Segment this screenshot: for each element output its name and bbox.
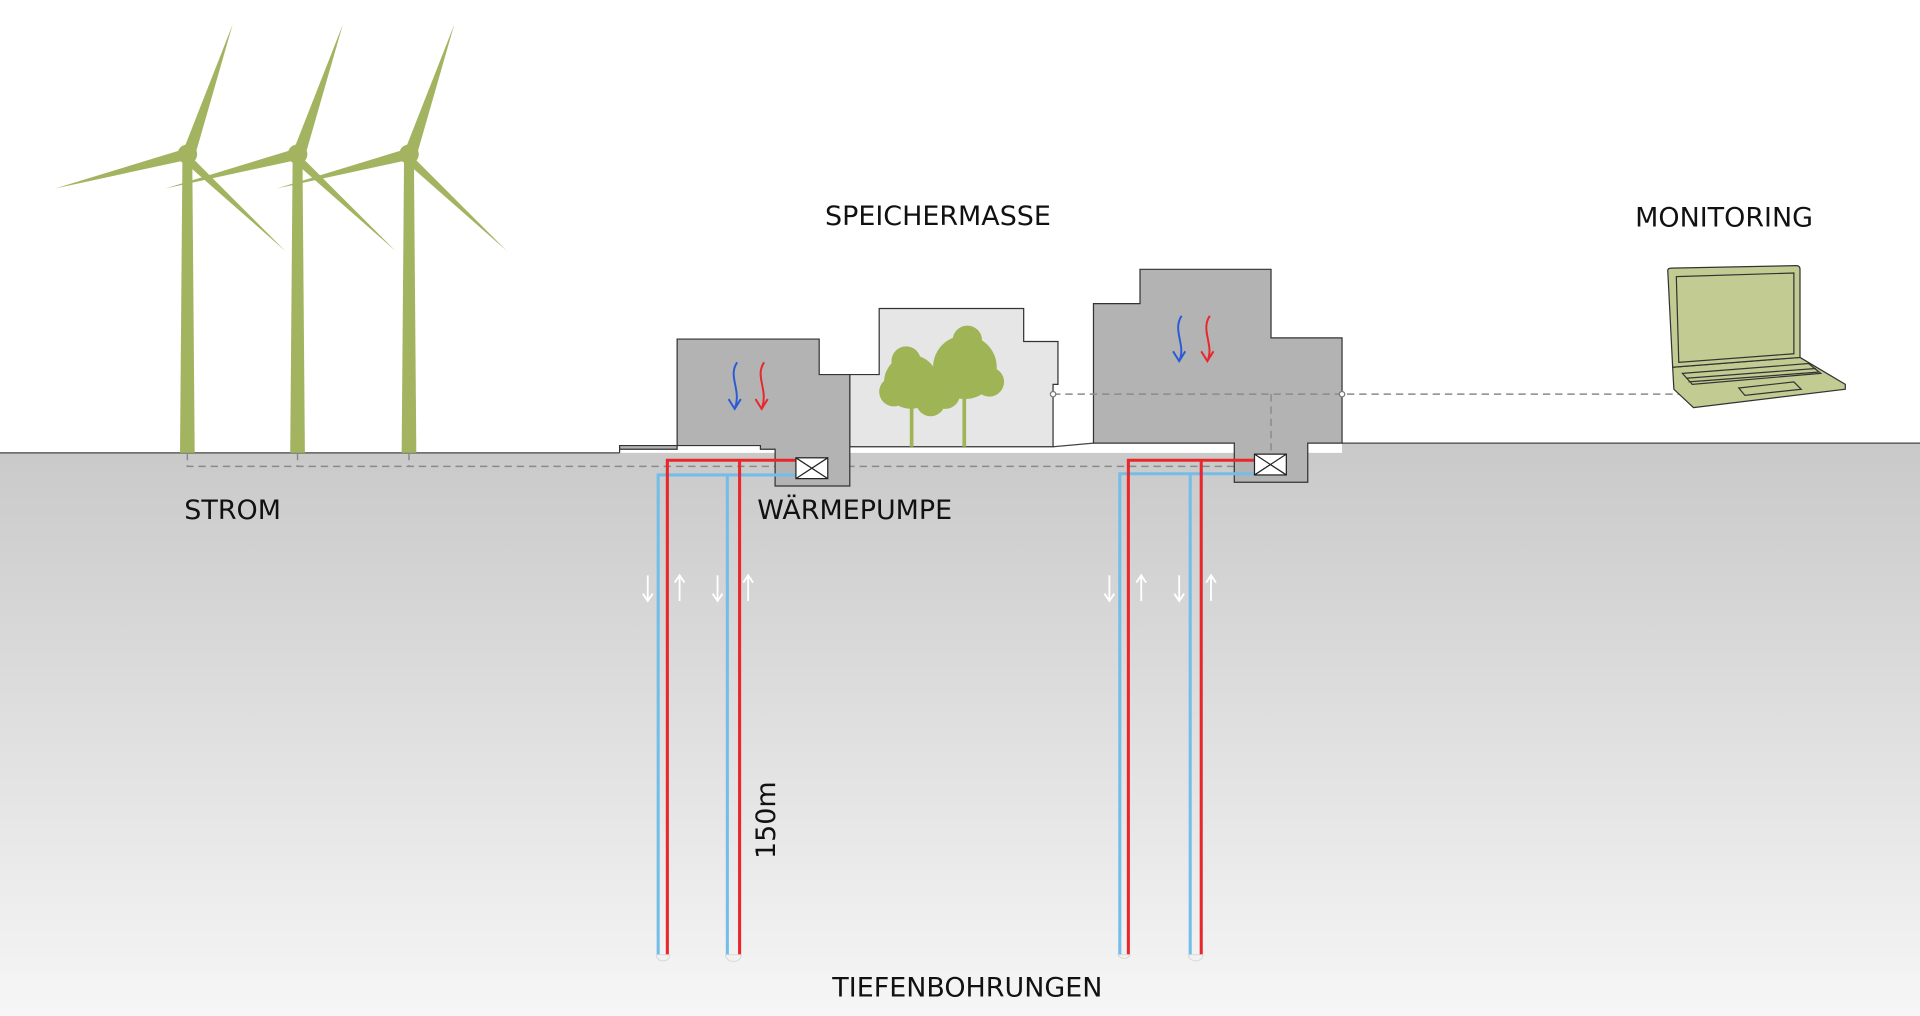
connector-point xyxy=(1338,390,1346,398)
label-monitoring: MONITORING xyxy=(1635,202,1813,233)
flow-arrow-icon xyxy=(727,315,1215,411)
flow-arrow-icon xyxy=(642,573,1217,603)
wind-turbine-icon xyxy=(276,24,507,453)
monitoring-line xyxy=(1053,393,1690,455)
label-strom: STROM xyxy=(184,495,281,526)
borehole-pipes-right xyxy=(1118,458,1254,955)
ground-line xyxy=(0,442,1920,454)
borehole-pipes-left xyxy=(656,458,796,955)
label-speichermasse: SPEICHERMASSE xyxy=(825,201,1051,232)
wind-turbine-icon xyxy=(55,24,286,453)
ground xyxy=(0,443,1920,1016)
heat-pump-icon xyxy=(1253,453,1287,476)
label-depth: 150m xyxy=(751,781,782,859)
building-left xyxy=(618,338,851,487)
label-waermepumpe: WÄRMEPUMPE xyxy=(757,494,952,526)
heat-pump-icon xyxy=(795,457,829,480)
connector-point xyxy=(1049,390,1057,398)
tree-icon xyxy=(879,325,1005,447)
pipe-ends xyxy=(655,954,1204,962)
power-line xyxy=(186,452,1237,468)
label-tiefenbohrungen: TIEFENBOHRUNGEN xyxy=(831,972,1102,1003)
building-right xyxy=(1092,268,1343,483)
wind-turbine-icon xyxy=(165,24,396,453)
laptop-icon xyxy=(1667,265,1846,409)
